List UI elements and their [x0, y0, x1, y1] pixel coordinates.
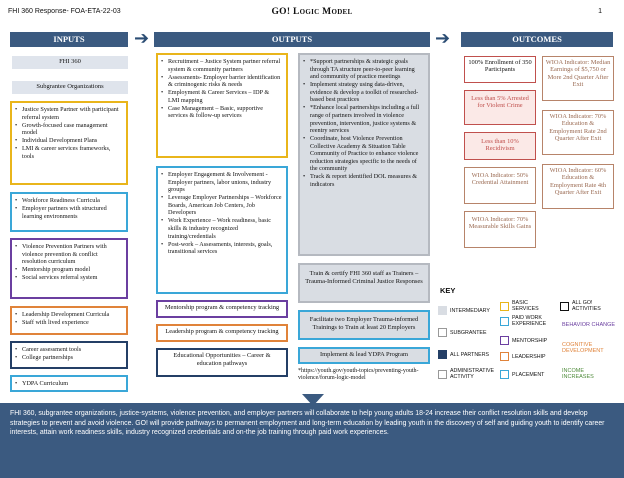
output-group-basic-services: Recruitment – Justice System partner ref…: [156, 53, 288, 158]
legend: KEY INTERMEDIARY SUBGRANTEE ALL PARTNERS…: [436, 282, 616, 390]
list-item: *Support partnerships & strategic goals …: [303, 58, 424, 81]
legend-swatch: [500, 336, 509, 345]
arrow-right-icon: ➔: [435, 28, 451, 49]
legend-swatch: [438, 369, 447, 379]
legend-income-increases: INCOME INCREASES: [562, 368, 594, 380]
input-group-mentorship: Violence Prevention Partners with violen…: [10, 238, 128, 299]
document-id: FHI 360 Response- FOA-ETA-22-03: [8, 8, 121, 15]
input-group-all-partners: Career assessment tools College partners…: [10, 341, 128, 369]
ydpa-program-box: Implement & lead YDPA Program: [298, 347, 430, 364]
list-item: Justice System Partner with participant …: [15, 106, 122, 121]
outcome-employment-q4: WIOA Indicator: 60% Education & Employme…: [542, 164, 614, 209]
list-item: LMI & career services frameworks, tools: [15, 145, 122, 160]
list-item: Employer partners with structured learni…: [15, 205, 122, 220]
legend-item: LEADERSHIP: [500, 352, 556, 361]
educational-opportunities-box: Educational Opportunities – Career & edu…: [156, 348, 288, 377]
input-pill-fhi360: FHI 360: [12, 56, 128, 69]
list-item: Assessments- Employer barrier identifica…: [161, 74, 282, 89]
outcome-recidivism: Less than 10% Recidivism: [464, 132, 536, 160]
list-item: Growth-focused case management model: [15, 122, 122, 137]
legend-swatch: [560, 301, 569, 311]
output-group-work-experience: Employer Engagement & Involvement - Empl…: [156, 166, 288, 294]
inputs-banner: INPUTS: [10, 32, 128, 47]
legend-swatch: [500, 316, 509, 326]
outcome-enrollment: 100% Enrollment of 350 Participants: [464, 56, 536, 83]
legend-item: ADMINISTRATIVE ACTIVITY: [438, 368, 498, 380]
legend-item: PAID WORK EXPERIENCE: [500, 315, 556, 327]
legend-item: PLACEMENT: [500, 370, 556, 379]
outcome-skills-gains: WIOA Indicator: 70% Measurable Skills Ga…: [464, 211, 536, 248]
legend-swatch: [500, 352, 509, 361]
legend-item: BASIC SERVICES: [500, 300, 556, 312]
input-group-work-experience: Workforce Readiness Curricula Employer p…: [10, 192, 128, 232]
legend-swatch: [438, 328, 447, 337]
output-group-intermediary: *Support partnerships & strategic goals …: [298, 53, 430, 256]
list-item: Coordinate, host Violence Prevention Col…: [303, 135, 424, 173]
legend-title: KEY: [440, 286, 456, 295]
legend-swatch: [500, 301, 509, 311]
legend-item: ALL GO! ACTIVITIES: [560, 300, 616, 312]
legend-item: MENTORSHIP: [500, 336, 556, 345]
list-item: Implement strategy using data-driven, ev…: [303, 81, 424, 104]
leadership-program-box: Leadership program & competency tracking: [156, 324, 288, 342]
input-pill-subgrantees: Subgrantee Organizations: [12, 81, 128, 94]
list-item: Mentorship program model: [15, 266, 122, 274]
source-url-note: *https://youth.gov/youth-topics/preventi…: [298, 368, 419, 382]
legend-swatch: [438, 350, 447, 359]
outcome-credential: WIOA Indicator: 50% Credential Attainmen…: [464, 167, 536, 204]
mentorship-program-box: Mentorship program & competency tracking: [156, 300, 288, 318]
legend-cognitive-development: COGNITIVE DEVELOPMENT: [562, 342, 604, 354]
list-item: Employer Engagement & Involvement - Empl…: [161, 171, 282, 194]
list-item: Post-work – Assessments, interests, goal…: [161, 241, 282, 256]
input-group-leadership: Leadership Development Curricula Staff w…: [10, 306, 128, 335]
list-item: *Enhance local partnerships including a …: [303, 104, 424, 134]
outcomes-banner: OUTCOMES: [461, 32, 613, 47]
list-item: Staff with lived experience: [15, 319, 122, 327]
employer-trainings-box: Facilitate two Employer Trauma-informed …: [298, 310, 430, 340]
list-item: Employment & Career Services – IDP & LMI…: [161, 89, 282, 104]
outcome-median-earnings: WIOA Indicator: Median Earnings of $5,75…: [542, 56, 614, 101]
list-item: Track & report identified DOL measures &…: [303, 173, 424, 188]
legend-swatch: [500, 370, 509, 379]
list-item: Career assessment tools: [15, 346, 122, 354]
list-item: Individual Development Plans: [15, 137, 122, 145]
legend-behavior-change: BEHAVIOR CHANGE: [562, 322, 616, 328]
list-item: Case Management – Basic, supportive serv…: [161, 105, 282, 120]
page-title: GO! Logic Model: [271, 7, 353, 17]
legend-swatch: [438, 306, 447, 315]
outcome-employment-q2: WIOA Indicator: 70% Education & Employme…: [542, 110, 614, 155]
list-item: Work Experience – Work readiness, basic …: [161, 217, 282, 240]
arrow-right-icon: ➔: [134, 28, 150, 49]
list-item: College partnerships: [15, 354, 122, 362]
list-item: Leverage Employer Partnerships – Workfor…: [161, 194, 282, 217]
input-group-placement: YDPA Curriculum: [10, 375, 128, 392]
list-item: YDPA Curriculum: [15, 380, 122, 388]
list-item: Leadership Development Curricula: [15, 311, 122, 319]
input-group-basic-services: Justice System Partner with participant …: [10, 101, 128, 185]
outcome-arrest-rate: Less than 5% Arrested for Violent Crime: [464, 90, 536, 125]
outputs-banner: OUTPUTS: [154, 32, 430, 47]
legend-item: INTERMEDIARY: [438, 306, 496, 315]
list-item: Violence Prevention Partners with violen…: [15, 243, 122, 266]
list-item: Recruitment – Justice System partner ref…: [161, 58, 282, 73]
summary-footer: FHI 360, subgrantee organizations, justi…: [0, 403, 624, 478]
train-certify-box: Train & certify FHI 360 staff as Trainer…: [298, 263, 430, 303]
list-item: Social services referral system: [15, 274, 122, 282]
page-number: 1: [598, 8, 602, 15]
legend-item: ALL PARTNERS: [438, 350, 496, 359]
legend-item: SUBGRANTEE: [438, 328, 496, 337]
list-item: Workforce Readiness Curricula: [15, 197, 122, 205]
